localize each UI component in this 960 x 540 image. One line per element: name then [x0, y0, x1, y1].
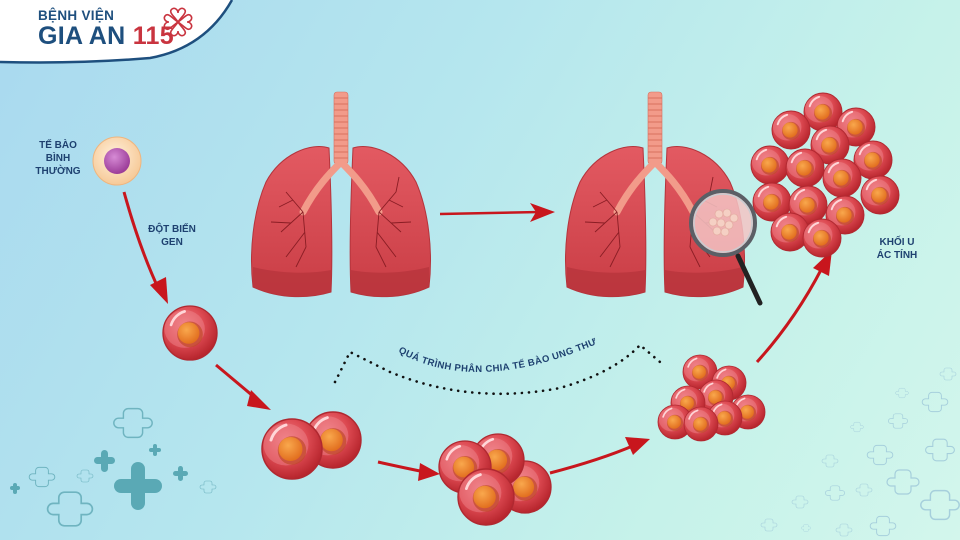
label-line: TẾ BÀO: [39, 140, 77, 151]
healthy-lungs-icon: [252, 92, 431, 297]
label-line: ÁC TÍNH: [876, 250, 918, 261]
malignant-tumor-icon: [750, 92, 900, 258]
svg-text:QUÁ TRÌNH PHÂN CHIA TẾ BÀO UNG: QUÁ TRÌNH PHÂN CHIA TẾ BÀO UNG THƯ: [397, 336, 599, 375]
division-process-curve: QUÁ TRÌNH PHÂN CHIA TẾ BÀO UNG THƯ: [333, 336, 662, 396]
clover-logo-icon: [163, 7, 193, 37]
logo-panel: [0, 0, 234, 64]
mutated-cell-icon: [161, 304, 219, 362]
label-line: ĐỘT BIẾN: [148, 224, 196, 235]
logo-number: 115: [132, 22, 174, 50]
label-line: GEN: [161, 237, 183, 248]
arrow-icon: [755, 250, 832, 364]
mutation-label: ĐỘT BIẾN GEN: [137, 223, 207, 249]
magnifier-icon: [689, 189, 763, 306]
logo-line2: GIA AN 115: [38, 23, 174, 49]
normal-cell-label: TẾ BÀO BÌNH THƯỜNG: [28, 139, 88, 178]
cell-cluster-9-icon: [657, 354, 766, 442]
cell-cluster-4-icon: [437, 432, 553, 527]
label-line: THƯỜNG: [35, 166, 81, 177]
normal-cell-icon: [92, 136, 142, 186]
logo-line1: BỆNH VIỆN: [38, 8, 115, 23]
hospital-logo: BỆNH VIỆN GIA AN 115: [38, 8, 174, 49]
malignant-tumor-label: KHỐI U ÁC TÍNH: [862, 236, 932, 262]
dividing-cell-icon: [260, 410, 363, 481]
division-process-label: QUÁ TRÌNH PHÂN CHIA TẾ BÀO UNG THƯ: [397, 336, 599, 375]
label-line: BÌNH: [45, 153, 71, 164]
arrow-icon: [439, 203, 555, 222]
arrow-icon: [215, 363, 271, 410]
logo-name: GIA AN: [38, 22, 126, 50]
label-line: KHỐI U: [879, 237, 915, 248]
arrow-icon: [549, 437, 650, 475]
arrow-icon: [377, 460, 440, 481]
arrow-icon: [122, 191, 168, 304]
cross-icon-group-left: [10, 444, 188, 510]
